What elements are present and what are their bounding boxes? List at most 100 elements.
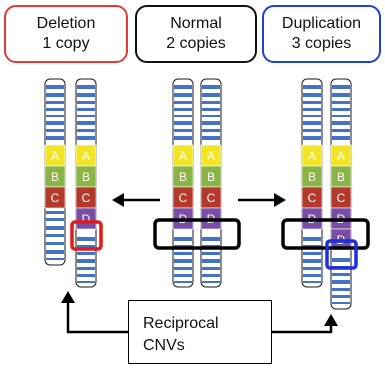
deletion-chrom-left-stripe [46,129,64,132]
deletion-chrom-left-stripe [46,211,64,214]
normal-chrom-left-stripe [174,252,192,255]
duplication-chrom-right-band-label-c: C [337,191,346,205]
duplication-chrom-left-stripe [303,93,321,97]
normal-chrom-right-stripe [202,237,220,241]
normal-header-box: Normal 2 copies [135,5,257,63]
normal-chrom-left-stripe [174,93,192,97]
deletion-chrom-right-band-label-d: D [82,212,91,226]
deletion-chrom-left-stripe [46,234,64,237]
cnv-label-line1: Reciprocal [143,315,219,332]
normal-highlight-box [153,218,241,250]
cnv-left-arrowhead [61,291,75,303]
duplication-chrom-right-stripe [332,273,350,276]
deletion-chrom-left-stripe [46,136,64,140]
duplication-title: Duplication [281,15,362,32]
deletion-title: Deletion [36,15,96,32]
duplication-chrom-right-stripe [332,136,350,140]
duplication-chrom-left-stripe [303,267,321,270]
normal-chrom-right-band-label-b: B [207,170,215,184]
normal-chrom-left-stripe [174,259,192,263]
deletion-chrom-right-band-label-a: A [82,149,90,163]
duplication-chrom-right-stripe [332,280,350,284]
normal-chrom-right-stripe [202,136,220,140]
normal-chrom-left-stripe [174,121,192,125]
duplication-chrom-left-stripe [303,115,321,117]
duplication-chrom-right-stripe [332,101,350,104]
deletion-chrom-right-stripe [77,267,95,270]
deletion-chrom-right-band-label-c: C [82,191,91,205]
normal-chrom-right-stripe [202,93,220,97]
normal-chrom-right-band-label-c: C [207,191,216,205]
deletion-copy-count: 1 copy [42,35,90,52]
duplication-chrom-right-stripe [332,288,350,291]
deletion-chrom-left-stripe [46,218,64,221]
duplication-chrom-right-stripe [332,115,350,117]
duplication-chrom-left-stripe [303,274,321,277]
normal-chrom-left-band-label-b: B [179,170,187,184]
arrow-to-duplication-head [274,193,286,207]
duplication-chrom-left-stripe [303,108,321,111]
deletion-chrom-right-stripe [77,274,95,277]
duplication-chrom-right-stripe [332,295,350,298]
deletion-chrom-left-stripe [46,226,64,230]
duplication-extra-highlight-box [325,239,358,270]
deletion-chrom-right-stripe [77,129,95,132]
normal-title: Normal [170,15,222,32]
normal-chrom-right-stripe [202,274,220,277]
normal-chrom-left-band-label-a: A [179,149,187,163]
normal-chrom-right-stripe [202,115,220,117]
duplication-chrom-right-stripe [332,85,350,89]
duplication-chrom-left-band-label-c: C [308,191,317,205]
deletion-chrom-left-stripe [46,115,64,117]
normal-chrom-left-stripe [174,85,192,89]
duplication-chrom-left-band-label-a: A [308,149,316,163]
deletion-chrom-right-stripe [77,252,95,255]
duplication-chrom-left-stripe [303,237,321,241]
normal-chrom-right-stripe [202,252,220,255]
duplication-chrom-left-stripe [303,85,321,89]
deletion-chrom-left-stripe [46,93,64,97]
duplication-chrom-right-stripe [332,121,350,125]
normal-chrom-right-stripe [202,259,220,263]
cnv-left-connector [66,300,128,334]
duplication-chrom-left-stripe [303,259,321,263]
normal-chrom-right-stripe [202,267,220,270]
deletion-chrom-right-band-label-b: B [82,170,90,184]
normal-chrom-left-stripe [174,101,192,104]
duplication-chrom-left-stripe [303,129,321,132]
normal-chrom-right-stripe [202,129,220,132]
deletion-chrom-right-stripe [77,101,95,104]
deletion-chrom-right-stripe [77,93,95,97]
duplication-chrom-left-stripe [303,101,321,104]
normal-chrom-left-stripe [174,281,192,283]
deletion-chrom-left-band-label-c: C [51,191,60,205]
normal-chrom-right-stripe [202,108,220,111]
normal-chrom-right-stripe [202,101,220,104]
deletion-chrom-right-stripe [77,281,95,283]
duplication-chrom-left-stripe [303,136,321,140]
deletion-chrom-left-stripe [46,258,64,260]
normal-chrom-left-band-label-c: C [179,191,188,205]
deletion-chrom-right-stripe [77,121,95,125]
normal-chrom-left-stripe [174,129,192,132]
duplication-chrom-left-band-label-b: B [308,170,316,184]
normal-copy-count: 2 copies [166,35,226,52]
normal-chrom-right-stripe [202,281,220,283]
normal-chrom-left-stripe [174,108,192,111]
deletion-chrom-left-stripe [46,101,64,104]
duplication-chrom-left-stripe [303,252,321,255]
duplication-chrom-right-stripe [332,258,350,262]
normal-chrom-left-stripe [174,237,192,241]
duplication-chrom-right-band-label-a: A [337,149,345,163]
normal-chrom-left-stripe [174,115,192,117]
deletion-chrom-left-band-label-b: B [51,170,59,184]
duplication-chrom-left-stripe [303,121,321,125]
normal-chrom-right-band-label-a: A [207,149,215,163]
deletion-chrom-left-band-label-a: A [51,149,59,163]
cnv-right-connector [272,324,333,334]
deletion-chrom-right-stripe [77,245,95,248]
deletion-chrom-right-stripe [77,237,95,241]
normal-chrom-left-stripe [174,274,192,277]
